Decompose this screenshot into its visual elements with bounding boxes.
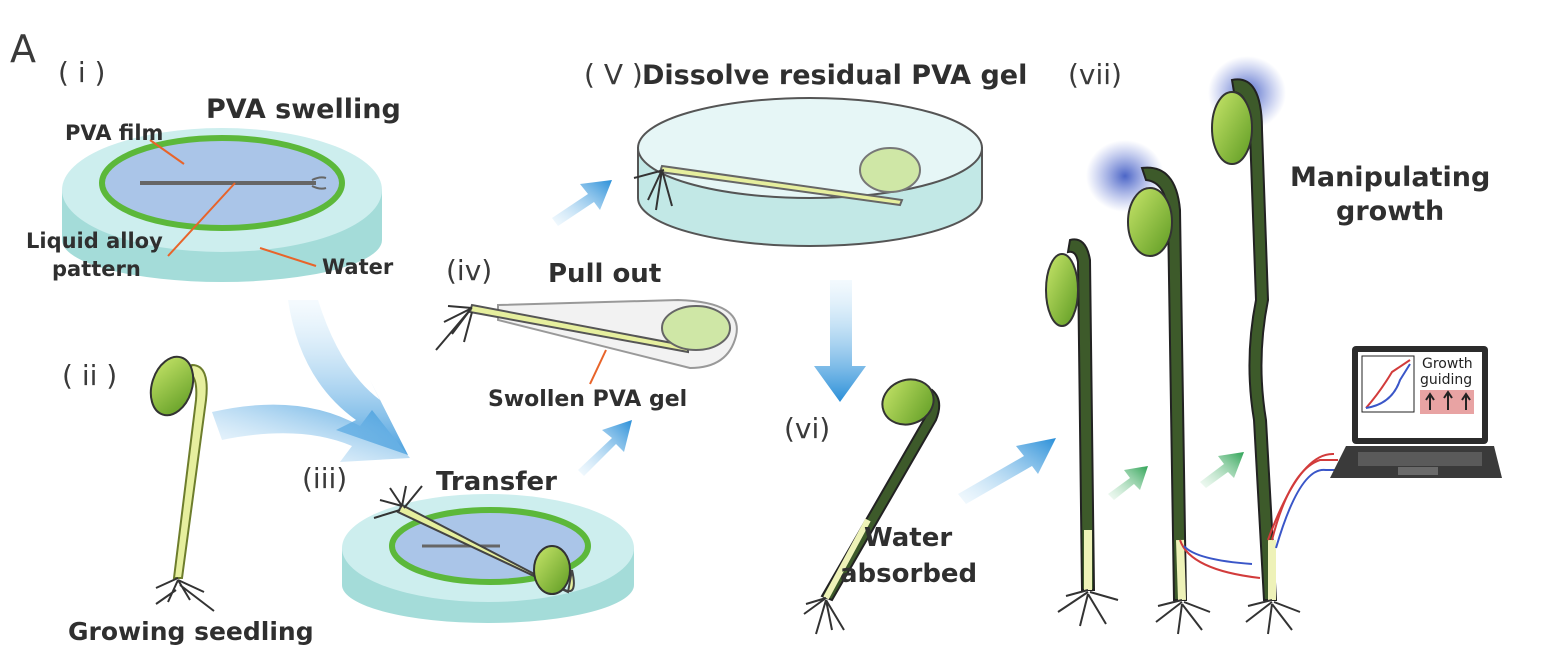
seed-v (859, 147, 921, 193)
step-v-numeral: ( V ) (584, 58, 643, 91)
step-vi-title-1: Water (864, 523, 952, 553)
step-vi-title-2: absorbed (840, 559, 977, 589)
step-iv-numeral: (iv) (446, 254, 492, 287)
label-water: Water (322, 255, 394, 279)
roots-v (633, 169, 673, 211)
plant-3-roots (1245, 599, 1301, 635)
plant-2-roots (1155, 599, 1211, 635)
screen-text-2: guiding (1420, 372, 1472, 388)
arrow-v-to-vi (814, 280, 866, 402)
seedling-seed-ii (149, 355, 195, 417)
arrow-iv-to-v (552, 180, 612, 226)
screen-text-1: Growth (1422, 356, 1473, 372)
step-iii-group: (iii) Transfer (302, 462, 634, 623)
screen-arrow-icons (1425, 390, 1471, 410)
label-swollen-gel: Swollen PVA gel (488, 387, 687, 412)
step-ii-numeral: ( ii ) (62, 359, 117, 392)
step-ii-title: Growing seedling (68, 617, 314, 646)
green-arrow-2 (1200, 452, 1244, 488)
arrow-i-to-iii (288, 300, 408, 455)
seedling-seed-iii (533, 545, 571, 595)
screen-chart-blue (1365, 363, 1411, 409)
roots-iv (435, 305, 473, 351)
step-vii-group: (vii) Manipulating growth (1045, 56, 1502, 635)
leader-swollen-gel (589, 349, 607, 385)
leader-pva-film (149, 139, 185, 165)
label-alloy-2: pattern (52, 257, 141, 281)
green-arrow-1 (1108, 466, 1148, 500)
step-ii-group: ( ii ) Growing seedling (62, 355, 314, 646)
arrow-vi-to-vii (958, 438, 1056, 504)
step-vii-title-1: Manipulating (1290, 162, 1490, 193)
wire-blue (1183, 468, 1340, 565)
plant-2-seed (1127, 187, 1173, 257)
step-i-title: PVA swelling (206, 94, 401, 125)
laptop: Growth guiding (1330, 346, 1502, 478)
step-iii-title: Transfer (436, 467, 557, 497)
laptop-keyboard (1358, 452, 1482, 466)
step-vii-numeral: (vii) (1068, 58, 1122, 91)
step-iv-group: (iv) Pull out Swollen PVA gel (435, 254, 738, 412)
seedling-stem-iii (396, 503, 575, 594)
seed-vi (881, 378, 935, 426)
plant-3-seed (1211, 91, 1253, 165)
seed-iv (661, 305, 731, 351)
roots-iii (373, 485, 423, 519)
step-v-title: Dissolve residual PVA gel (642, 60, 1027, 91)
plant-1-roots (1057, 589, 1119, 627)
roots-vi (803, 597, 845, 635)
step-vii-title-2: growth (1336, 196, 1444, 227)
step-i-group: ( i ) PVA swelling PVA film Liquid alloy… (26, 56, 401, 282)
step-iii-numeral: (iii) (302, 462, 347, 495)
panel-letter: A (10, 27, 36, 71)
arrow-iii-to-iv (578, 420, 632, 476)
step-i-numeral: ( i ) (58, 56, 105, 89)
leader-water (259, 247, 317, 267)
step-v-group: ( V ) Dissolve residual PVA gel (584, 58, 1027, 247)
label-alloy-1: Liquid alloy (26, 229, 163, 253)
step-iv-title: Pull out (548, 259, 661, 289)
petri-dish-rim (637, 97, 983, 199)
leader-alloy (167, 182, 236, 257)
seedling-roots-ii (155, 577, 215, 612)
step-vi-numeral: (vi) (784, 412, 830, 445)
arrow-ii-to-iii (212, 404, 410, 462)
plant-1-seed (1045, 253, 1079, 327)
label-pva-film: PVA film (65, 121, 163, 145)
screen-chart-red (1365, 359, 1411, 409)
laptop-trackpad (1398, 467, 1438, 475)
plant-1-stem (1066, 238, 1096, 591)
seedling-stem-v (658, 164, 904, 207)
step-vi-group: (vi) Water absorbed (784, 378, 977, 635)
